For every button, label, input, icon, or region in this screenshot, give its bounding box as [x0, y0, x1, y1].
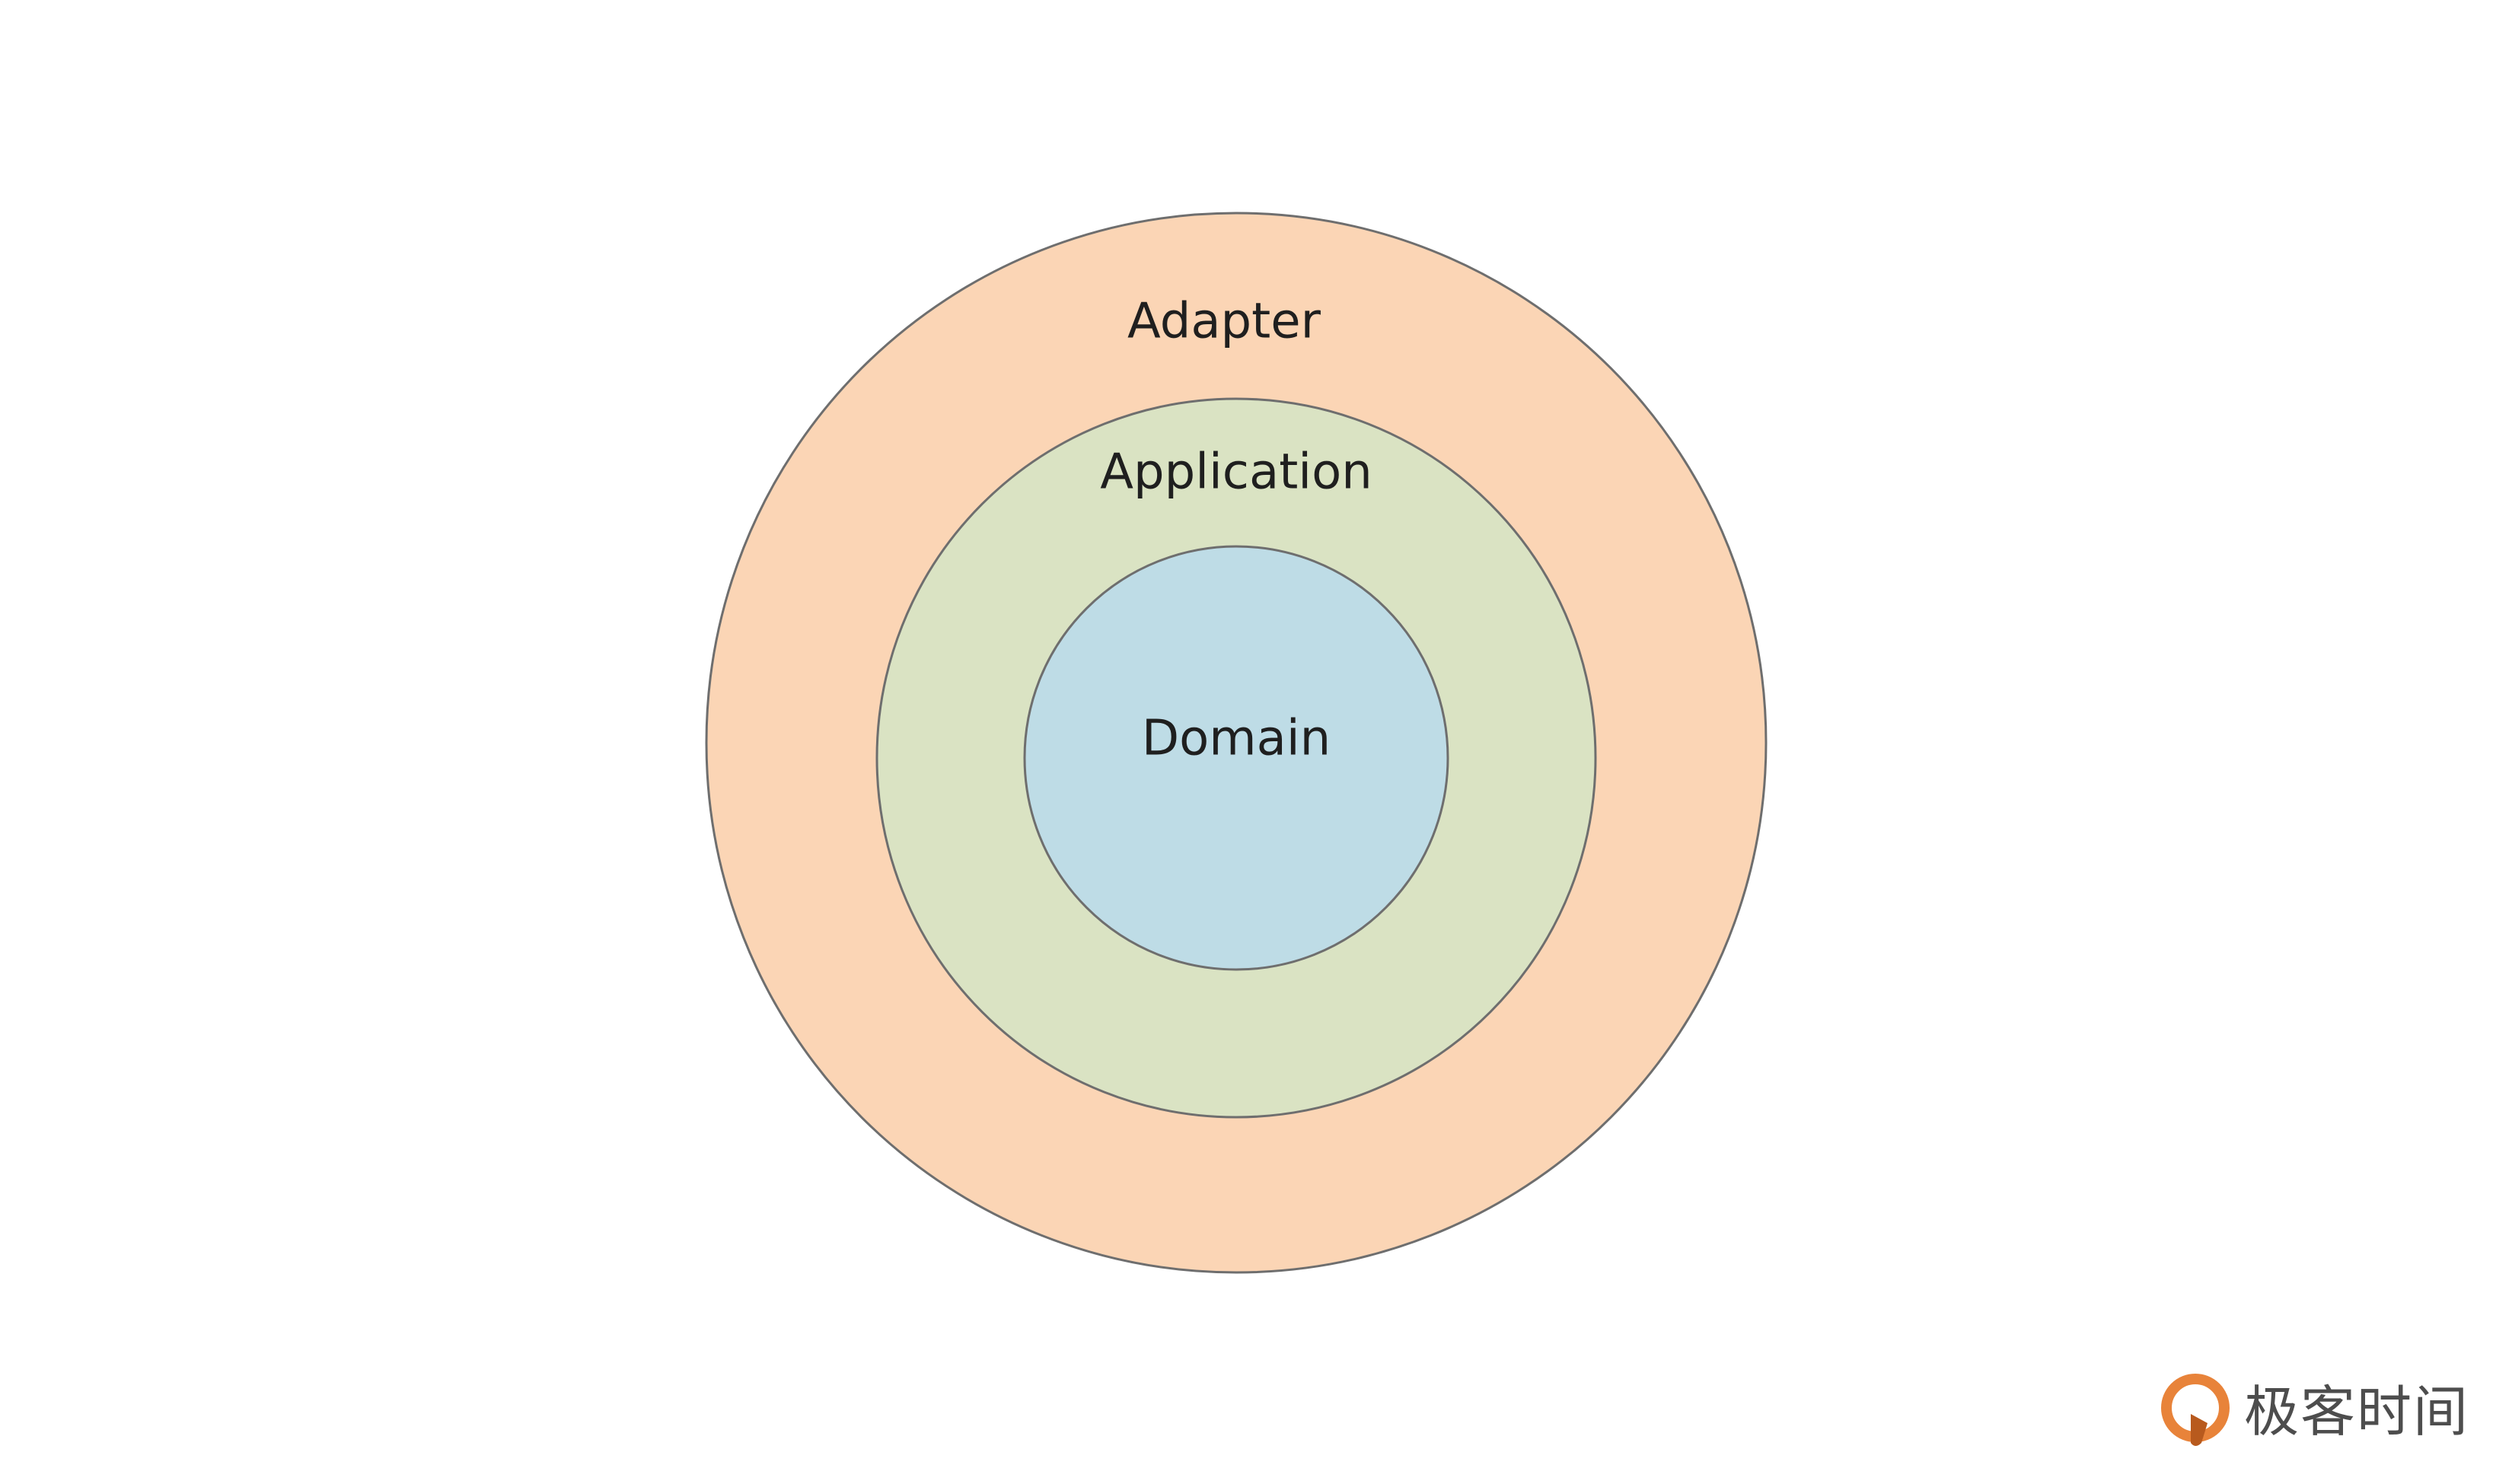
domain-layer-circle: [1023, 545, 1449, 971]
application-layer-label: Application: [1100, 444, 1372, 501]
watermark-text: 极客时间: [2244, 1380, 2470, 1444]
adapter-layer-label: Adapter: [1127, 294, 1321, 350]
geektime-watermark: 极客时间: [2160, 1370, 2469, 1454]
geektime-logo-icon: [2161, 1374, 2230, 1446]
domain-layer-label: Domain: [1142, 711, 1331, 767]
